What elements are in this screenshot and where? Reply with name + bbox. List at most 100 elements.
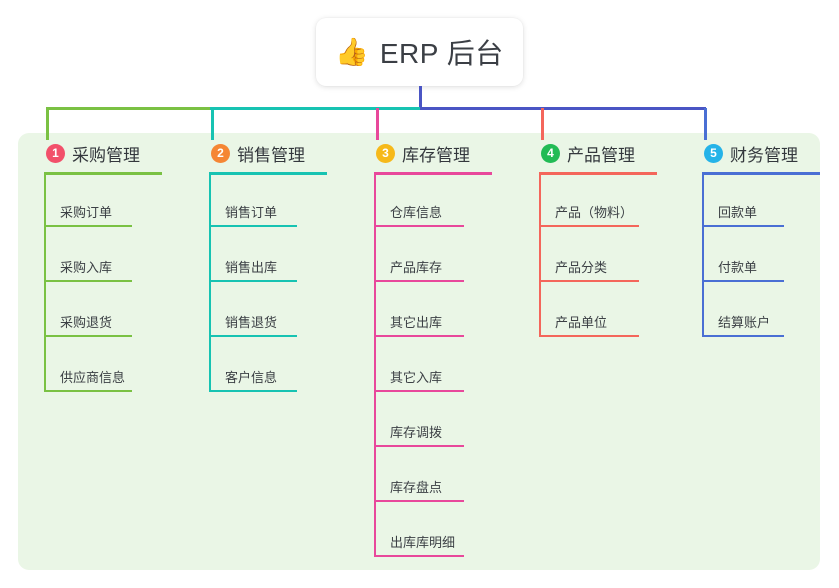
- branch-header-purchasing[interactable]: 1 采购管理: [30, 141, 180, 165]
- connector-mid-teal: [210, 107, 420, 110]
- leaf-label: 供应商信息: [60, 370, 126, 385]
- branch-number-badge-inventory: 3: [376, 143, 395, 163]
- branch-title-sales: 销售管理: [237, 145, 305, 165]
- leaf-rule: [44, 335, 132, 337]
- leaf-rule: [374, 445, 464, 447]
- branches-panel: [18, 133, 820, 570]
- leaf-node[interactable]: 产品（物料）: [525, 175, 675, 230]
- leaf-rule: [702, 335, 784, 337]
- branch-finance[interactable]: 5 财务管理回款单付款单结算账户: [688, 141, 828, 340]
- branch-number-badge-product: 4: [541, 143, 560, 163]
- connector-drop-purchasing: [46, 108, 49, 140]
- leaf-label: 产品分类: [555, 260, 608, 275]
- leaf-node[interactable]: 仓库信息: [360, 175, 510, 230]
- branch-title-finance: 财务管理: [730, 145, 798, 165]
- leaf-node[interactable]: 供应商信息: [30, 340, 180, 395]
- leaf-node[interactable]: 其它入库: [360, 340, 510, 395]
- branch-items-finance: 回款单付款单结算账户: [688, 175, 828, 340]
- leaf-rule: [539, 225, 639, 227]
- branch-sales[interactable]: 2 销售管理销售订单销售出库销售退货客户信息: [195, 141, 345, 395]
- leaf-node[interactable]: 销售退货: [195, 285, 345, 340]
- branch-items-purchasing: 采购订单采购入库采购退货供应商信息: [30, 175, 180, 395]
- leaf-label: 付款单: [718, 260, 758, 275]
- leaf-node[interactable]: 付款单: [688, 230, 828, 285]
- leaf-label: 客户信息: [225, 370, 278, 385]
- leaf-rule: [374, 225, 464, 227]
- branch-title-purchasing: 采购管理: [72, 145, 140, 165]
- branch-trunk-sales: [209, 175, 211, 392]
- leaf-rule: [44, 390, 132, 392]
- leaf-node[interactable]: 库存调拨: [360, 395, 510, 450]
- leaf-node[interactable]: 结算账户: [688, 285, 828, 340]
- leaf-label: 销售订单: [225, 205, 278, 220]
- leaf-label: 库存盘点: [390, 480, 443, 495]
- leaf-node[interactable]: 其它出库: [360, 285, 510, 340]
- leaf-node[interactable]: 采购订单: [30, 175, 180, 230]
- leaf-label: 产品库存: [390, 260, 443, 275]
- connector-drop-sales: [211, 108, 214, 140]
- leaf-rule: [702, 225, 784, 227]
- branch-trunk-product: [539, 175, 541, 337]
- leaf-rule: [374, 280, 464, 282]
- connector-drop-inventory: [376, 108, 379, 140]
- leaf-rule: [702, 280, 784, 282]
- branch-items-inventory: 仓库信息产品库存其它出库其它入库库存调拨库存盘点出库库明细: [360, 175, 510, 560]
- leaf-rule: [209, 335, 297, 337]
- leaf-node[interactable]: 库存盘点: [360, 450, 510, 505]
- branch-product[interactable]: 4 产品管理产品（物料） 产品分类产品单位: [525, 141, 675, 340]
- leaf-node[interactable]: 客户信息: [195, 340, 345, 395]
- leaf-label: 采购入库: [60, 260, 113, 275]
- branch-rule-product: [539, 172, 657, 175]
- branch-rule-inventory: [374, 172, 492, 175]
- leaf-label: 采购订单: [60, 205, 113, 220]
- branch-rule-sales: [209, 172, 327, 175]
- leaf-node[interactable]: 采购入库: [30, 230, 180, 285]
- thumbs-up-icon: 👍: [335, 36, 369, 67]
- leaf-node[interactable]: 产品分类: [525, 230, 675, 285]
- leaf-rule: [209, 390, 297, 392]
- leaf-rule: [374, 500, 464, 502]
- leaf-rule: [209, 280, 297, 282]
- leaf-label: 仓库信息: [390, 205, 443, 220]
- branch-title-product: 产品管理: [567, 145, 635, 165]
- leaf-node[interactable]: 采购退货: [30, 285, 180, 340]
- leaf-label: 回款单: [718, 205, 758, 220]
- branch-header-product[interactable]: 4 产品管理: [525, 141, 675, 165]
- leaf-node[interactable]: 销售出库: [195, 230, 345, 285]
- branch-number-badge-purchasing: 1: [46, 143, 65, 163]
- leaf-rule: [539, 335, 639, 337]
- leaf-rule: [374, 555, 464, 557]
- leaf-node[interactable]: 产品单位: [525, 285, 675, 340]
- leaf-node[interactable]: 产品库存: [360, 230, 510, 285]
- branch-rule-finance: [702, 172, 820, 175]
- branch-number-badge-sales: 2: [211, 143, 230, 163]
- connector-root-stem: [419, 86, 422, 109]
- leaf-label: 产品（物料）: [555, 205, 634, 220]
- leaf-rule: [374, 335, 464, 337]
- leaf-rule: [44, 225, 132, 227]
- leaf-rule: [374, 390, 464, 392]
- leaf-rule: [44, 280, 132, 282]
- leaf-label: 库存调拨: [390, 425, 443, 440]
- branch-items-product: 产品（物料） 产品分类产品单位: [525, 175, 675, 340]
- leaf-node[interactable]: 出库库明细: [360, 505, 510, 560]
- branch-number-badge-finance: 5: [704, 143, 723, 163]
- leaf-node[interactable]: 销售订单: [195, 175, 345, 230]
- connector-drop-product: [541, 108, 544, 140]
- leaf-label: 其它入库: [390, 370, 443, 385]
- leaf-label: 出库库明细: [390, 535, 456, 550]
- root-node[interactable]: 👍 ERP 后台: [316, 18, 523, 86]
- connector-right-blue: [420, 107, 706, 110]
- leaf-label: 采购退货: [60, 315, 113, 330]
- leaf-node[interactable]: 回款单: [688, 175, 828, 230]
- branch-header-finance[interactable]: 5 财务管理: [688, 141, 828, 165]
- leaf-label: 其它出库: [390, 315, 443, 330]
- branch-header-sales[interactable]: 2 销售管理: [195, 141, 345, 165]
- branch-trunk-purchasing: [44, 175, 46, 392]
- leaf-label: 结算账户: [718, 315, 771, 330]
- leaf-rule: [209, 225, 297, 227]
- branch-purchasing[interactable]: 1 采购管理采购订单采购入库采购退货供应商信息: [30, 141, 180, 395]
